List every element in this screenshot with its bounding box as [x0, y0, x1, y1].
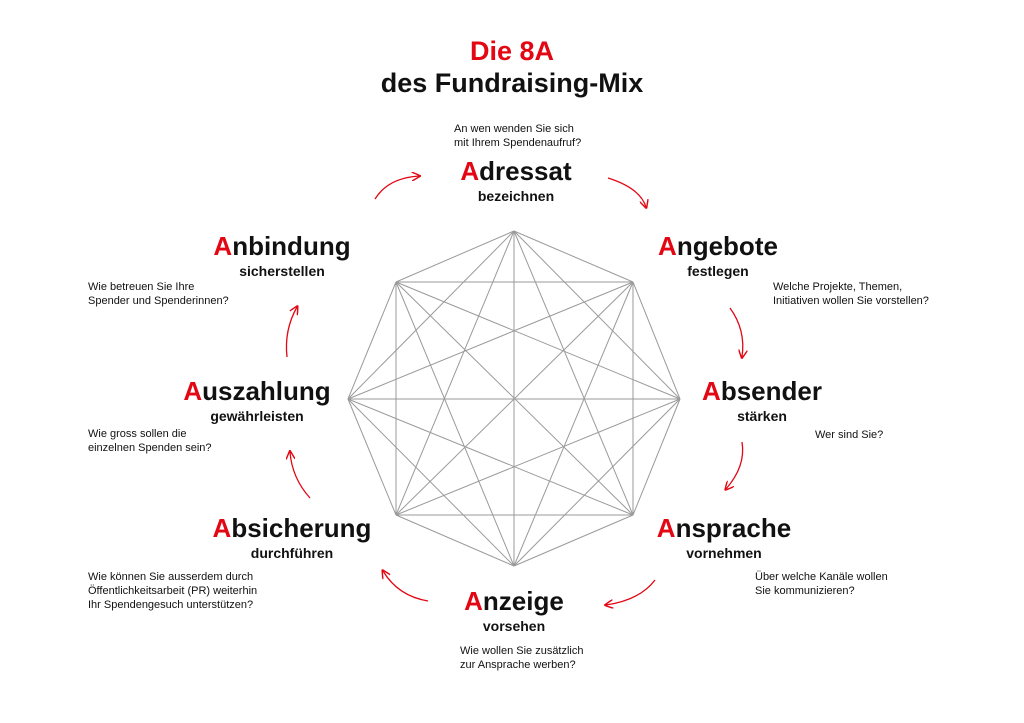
octagon-edge	[395, 514, 515, 567]
node-subtitle: vorsehen	[482, 618, 546, 634]
question-line: Wie können Sie ausserdem durch	[88, 571, 254, 583]
octagon-diagonal	[347, 281, 634, 400]
node-title-rest: bsender	[720, 376, 822, 406]
question-auszahlung: Wie gross sollen die einzelnen Spenden s…	[88, 427, 212, 455]
octagon-edge	[347, 281, 397, 400]
node-title-rest: nzeige	[482, 586, 564, 616]
arrow-absender-to-ansprache-icon	[726, 441, 744, 489]
question-line: Wer sind Sie?	[815, 429, 884, 441]
node-title-rest: nbindung	[232, 231, 351, 261]
title-line-1: Die 8A	[469, 36, 555, 66]
node-title: Absicherung	[192, 513, 392, 543]
octagon-edge	[632, 281, 681, 400]
node-subtitle: vornehmen	[686, 545, 762, 561]
octagon-diagonal	[395, 281, 634, 516]
octagon-edge	[632, 398, 681, 516]
octagon-diagonal	[513, 230, 681, 400]
cycle-arrows	[286, 176, 742, 605]
arrow-angebote-to-absender-icon	[729, 307, 743, 357]
node-initial: A	[183, 376, 203, 406]
question-line: zur Ansprache werben?	[460, 659, 576, 671]
node-auszahlung: Auszahlung gewährleisten	[157, 376, 357, 425]
node-subtitle: stärken	[737, 408, 787, 424]
arrow-ansprache-to-anzeige-icon	[606, 579, 656, 605]
question-absicherung: Wie können Sie ausserdem durch Öffentlic…	[88, 570, 257, 612]
node-absicherung: Absicherung durchführen	[192, 513, 392, 562]
node-subtitle: festlegen	[687, 263, 749, 279]
arrow-absicherung-to-auszahlung-icon	[290, 452, 311, 499]
question-line: Wie gross sollen die	[88, 428, 187, 440]
arrow-anbindung-to-adressat-icon	[374, 176, 419, 200]
node-angebote: Angebote festlegen	[618, 231, 818, 280]
octagon-diagonal	[513, 230, 634, 516]
octagon-diagonal	[395, 281, 681, 400]
node-title: Adressat	[416, 156, 616, 186]
question-line: Ihr Spendengesuch unterstützen?	[88, 599, 254, 611]
octagon-edge	[513, 230, 634, 283]
node-subtitle: bezeichnen	[477, 188, 555, 204]
question-anbindung: Wie betreuen Sie Ihre Spender und Spende…	[88, 280, 229, 308]
node-subtitle: durchführen	[250, 545, 334, 561]
node-initial: A	[213, 231, 233, 261]
question-angebote: Welche Projekte, Themen, Initiativen wol…	[773, 280, 929, 308]
node-initial: A	[460, 156, 480, 186]
octagon-diagonal	[395, 398, 681, 516]
question-line: einzelnen Spenden sein?	[88, 442, 212, 454]
arrow-anzeige-to-absicherung-icon	[383, 571, 429, 602]
node-title-rest: nsprache	[675, 513, 792, 543]
question-line: Welche Projekte, Themen,	[773, 281, 903, 293]
question-line: Initiativen wollen Sie vorstellen?	[773, 295, 929, 307]
node-title: Angebote	[618, 231, 818, 261]
node-title-rest: dressat	[479, 156, 572, 186]
node-initial: A	[658, 231, 677, 261]
octagon-edge	[513, 514, 634, 567]
node-subtitle: sicherstellen	[239, 263, 325, 279]
node-initial: A	[212, 513, 232, 543]
octagon-edge	[347, 398, 397, 516]
question-line: mit Ihrem Spendenaufruf?	[454, 137, 582, 149]
question-adressat: An wen wenden Sie sich mit Ihrem Spenden…	[454, 122, 581, 150]
question-absender: Wer sind Sie?	[815, 428, 883, 442]
question-line: An wen wenden Sie sich	[454, 123, 574, 135]
node-title-rest: ngebote	[676, 231, 778, 261]
arrow-adressat-to-angebote-icon	[607, 177, 646, 207]
arrow-auszahlung-to-anbindung-icon	[285, 307, 297, 358]
node-anzeige: Anzeige vorsehen	[414, 586, 614, 635]
node-absender: Absender stärken	[662, 376, 862, 425]
node-subtitle: gewährleisten	[210, 408, 304, 424]
octagon-diagonal	[513, 398, 681, 567]
node-title-rest: uszahlung	[202, 376, 331, 406]
node-anbindung: Anbindung sicherstellen	[182, 231, 382, 280]
node-adressat: Adressat bezeichnen	[416, 156, 616, 205]
node-title: Ansprache	[624, 513, 824, 543]
question-line: Über welche Kanäle wollen	[755, 571, 888, 583]
node-title: Anzeige	[414, 586, 614, 616]
octagon-diagonal	[395, 281, 515, 567]
octagon-diagonal	[347, 398, 634, 516]
question-line: Spender und Spenderinnen?	[88, 295, 229, 307]
octagon-edge	[395, 230, 515, 283]
question-line: Sie kommunizieren?	[755, 585, 855, 597]
question-line: Wie betreuen Sie Ihre	[88, 281, 195, 293]
question-ansprache: Über welche Kanäle wollen Sie kommunizie…	[755, 570, 888, 598]
question-line: Öffentlichkeitsarbeit (PR) weiterhin	[88, 585, 258, 597]
node-title: Auszahlung	[157, 376, 357, 406]
node-title: Absender	[662, 376, 862, 406]
octagon-diagonal	[347, 398, 515, 567]
node-initial: A	[656, 513, 676, 543]
octagon-diagonal	[513, 281, 634, 567]
title-line-2: des Fundraising-Mix	[380, 68, 644, 98]
question-anzeige: Wie wollen Sie zusätzlich zur Ansprache …	[460, 644, 584, 672]
octagon-diagonal	[347, 230, 515, 400]
node-title: Anbindung	[182, 231, 382, 261]
node-initial: A	[702, 376, 721, 406]
octagon-lines	[347, 230, 681, 567]
node-title-rest: bsicherung	[231, 513, 372, 543]
node-ansprache: Ansprache vornehmen	[624, 513, 824, 562]
node-initial: A	[464, 586, 483, 616]
octagon-diagonal	[395, 230, 515, 516]
question-line: Wie wollen Sie zusätzlich	[460, 645, 584, 657]
